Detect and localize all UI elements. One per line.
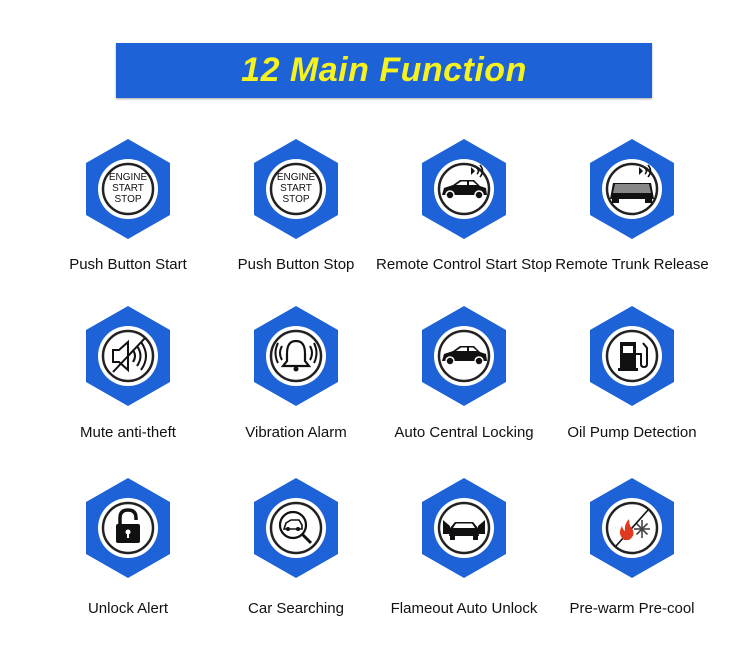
trunk-remote-signal-icon bbox=[587, 137, 677, 241]
function-label: Remote Trunk Release bbox=[555, 256, 709, 273]
function-item-push-button-start: ENGINE START STOP Push Button Start bbox=[38, 137, 218, 287]
function-item-car-searching: Car Searching bbox=[206, 476, 386, 626]
function-label: Oil Pump Detection bbox=[567, 424, 697, 441]
alarm-bell-icon bbox=[251, 304, 341, 408]
unlocked-padlock-icon bbox=[83, 476, 173, 580]
function-item-oil-pump-detection: Oil Pump Detection bbox=[542, 304, 722, 454]
car-remote-signal-icon bbox=[419, 137, 509, 241]
function-item-unlock-alert: Unlock Alert bbox=[38, 476, 218, 626]
function-label: Push Button Start bbox=[69, 256, 187, 273]
engine-text: ENGINE bbox=[277, 172, 316, 183]
engine-text: ENGINE bbox=[109, 172, 148, 183]
function-item-auto-central-locking: Auto Central Locking bbox=[374, 304, 554, 454]
start-text: START bbox=[112, 183, 144, 194]
car-open-doors-icon bbox=[419, 476, 509, 580]
function-label: Remote Control Start Stop bbox=[376, 256, 552, 273]
start-text: START bbox=[280, 183, 312, 194]
function-label: Mute anti-theft bbox=[80, 424, 176, 441]
function-label: Pre-warm Pre-cool bbox=[569, 600, 695, 617]
function-item-pre-warm-pre-cool: Pre-warm Pre-cool bbox=[542, 476, 722, 626]
function-label: Car Searching bbox=[248, 600, 344, 617]
title-banner: 12 Main Function bbox=[116, 43, 652, 98]
function-item-push-button-stop: ENGINE START STOP Push Button Stop bbox=[206, 137, 386, 287]
banner-title: 12 Main Function bbox=[241, 51, 527, 89]
stop-text: STOP bbox=[114, 194, 141, 205]
car-search-icon bbox=[251, 476, 341, 580]
mute-speaker-icon bbox=[83, 304, 173, 408]
function-label: Vibration Alarm bbox=[245, 424, 347, 441]
function-label: Flameout Auto Unlock bbox=[390, 600, 538, 617]
function-label: Push Button Stop bbox=[237, 256, 355, 273]
engine-start-stop-icon: ENGINE START STOP bbox=[251, 137, 341, 241]
function-item-vibration-alarm: Vibration Alarm bbox=[206, 304, 386, 454]
function-item-remote-control-start-stop: Remote Control Start Stop bbox=[374, 137, 554, 287]
function-label: Auto Central Locking bbox=[394, 424, 534, 441]
stop-text: STOP bbox=[282, 194, 309, 205]
heat-snowflake-icon bbox=[587, 476, 677, 580]
function-item-mute-anti-theft: Mute anti-theft bbox=[38, 304, 218, 454]
function-item-remote-trunk-release: Remote Trunk Release bbox=[542, 137, 722, 287]
function-label: Unlock Alert bbox=[87, 600, 169, 617]
engine-start-stop-icon: ENGINE START STOP bbox=[83, 137, 173, 241]
fuel-pump-icon bbox=[587, 304, 677, 408]
function-item-flameout-auto-unlock: Flameout Auto Unlock bbox=[374, 476, 554, 626]
car-icon bbox=[419, 304, 509, 408]
